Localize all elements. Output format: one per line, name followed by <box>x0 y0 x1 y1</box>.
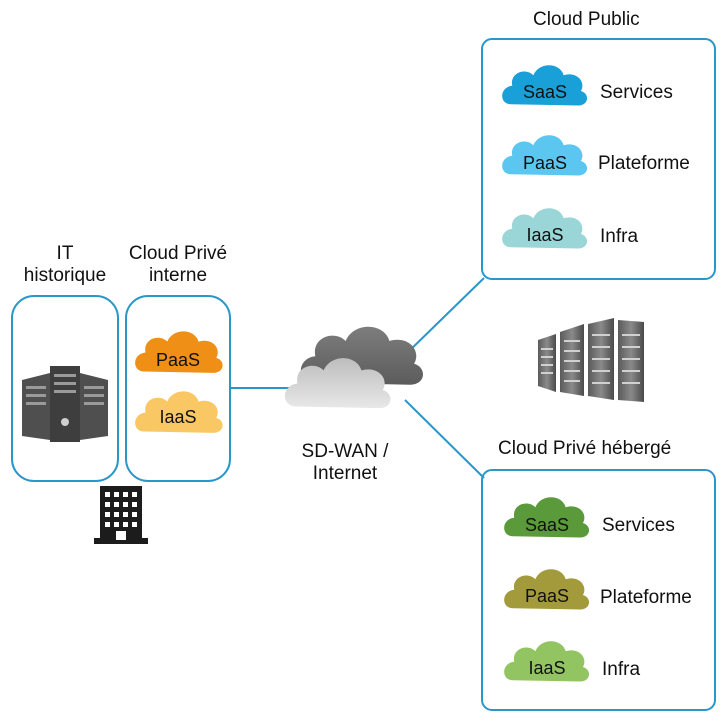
connector-wan-to-public <box>404 277 485 356</box>
public-iaas-label: IaaS <box>526 225 564 245</box>
network-label: SD-WAN / Internet <box>280 441 410 485</box>
private-internal-title-line2: interne <box>148 265 208 286</box>
private-internal-title-line1: Cloud Privé <box>128 243 228 264</box>
hosted-cloud-frame <box>481 469 716 711</box>
datacenter-racks-icon <box>538 318 644 402</box>
public-cloud-frame <box>481 38 716 280</box>
private-internal-title: Cloud Privé interne <box>112 243 244 287</box>
legacy-frame <box>11 295 119 482</box>
private-internal-frame <box>125 295 231 482</box>
public-saas-label: SaaS <box>522 82 568 102</box>
legacy-title: IT historique <box>12 243 118 287</box>
legacy-title-line1: IT <box>56 243 74 264</box>
public-paas-label: PaaS <box>522 153 568 173</box>
hosted-plateforme-label: Plateforme <box>600 587 692 608</box>
network-cloud-icon <box>284 326 423 409</box>
network-label-line1: SD-WAN / <box>301 441 389 462</box>
hosted-cloud-title: Cloud Privé hébergé <box>498 438 672 459</box>
public-cloud-title: Cloud Public <box>533 9 640 30</box>
hosted-infra-label: Infra <box>602 659 641 680</box>
public-plateforme-label: Plateforme <box>598 153 690 174</box>
connector-lines <box>230 277 485 479</box>
network-label-line2: Internet <box>312 463 378 484</box>
private-iaas-label: IaaS <box>159 407 197 427</box>
public-infra-label: Infra <box>600 226 639 247</box>
hosted-iaas-label: IaaS <box>528 658 566 678</box>
hosted-paas-label: PaaS <box>524 586 570 606</box>
public-services-label: Services <box>600 82 673 103</box>
office-building-icon <box>94 486 148 544</box>
hosted-services-label: Services <box>602 515 675 536</box>
private-paas-label: PaaS <box>155 350 201 370</box>
connector-wan-to-hosted <box>404 399 485 479</box>
server-rack-icon <box>22 366 108 442</box>
legacy-title-line2: historique <box>23 265 107 286</box>
hosted-saas-label: SaaS <box>524 515 570 535</box>
